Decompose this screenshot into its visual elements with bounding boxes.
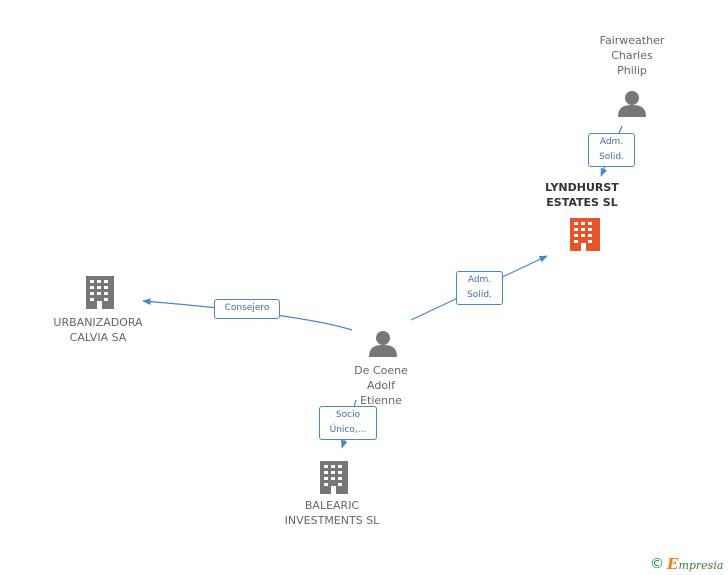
edge-label-decoene-lyndhurst: Adm. Solid. xyxy=(456,271,503,305)
person-icon[interactable] xyxy=(369,331,397,357)
copyright-symbol: © xyxy=(650,556,664,572)
building-icon[interactable] xyxy=(86,276,114,309)
footer-brand[interactable]: © Empresia xyxy=(650,555,723,573)
node-label-lyndhurst[interactable]: LYNDHURST ESTATES SL xyxy=(545,181,619,209)
building-icon[interactable] xyxy=(320,461,348,494)
edge-label-fairweather-lyndhurst: Adm. Solid. xyxy=(588,133,635,167)
node-label-urbanizadora[interactable]: URBANIZADORA CALVIA SA xyxy=(53,316,143,344)
brand-logo-initial: E xyxy=(667,555,679,573)
node-label-decoene[interactable]: De Coene Adolf Etienne xyxy=(354,364,408,407)
brand-logo-text: mpresia xyxy=(678,559,724,572)
edge-label-decoene-balearic: Socio Único,... xyxy=(319,406,377,440)
person-icon[interactable] xyxy=(618,91,646,117)
building-icon[interactable] xyxy=(570,218,600,251)
node-label-fairweather[interactable]: Fairweather Charles Philip xyxy=(599,34,665,77)
edge-label-decoene-urbanizadora: Consejero xyxy=(214,299,280,319)
node-label-balearic[interactable]: BALEARIC INVESTMENTS SL xyxy=(284,499,380,527)
